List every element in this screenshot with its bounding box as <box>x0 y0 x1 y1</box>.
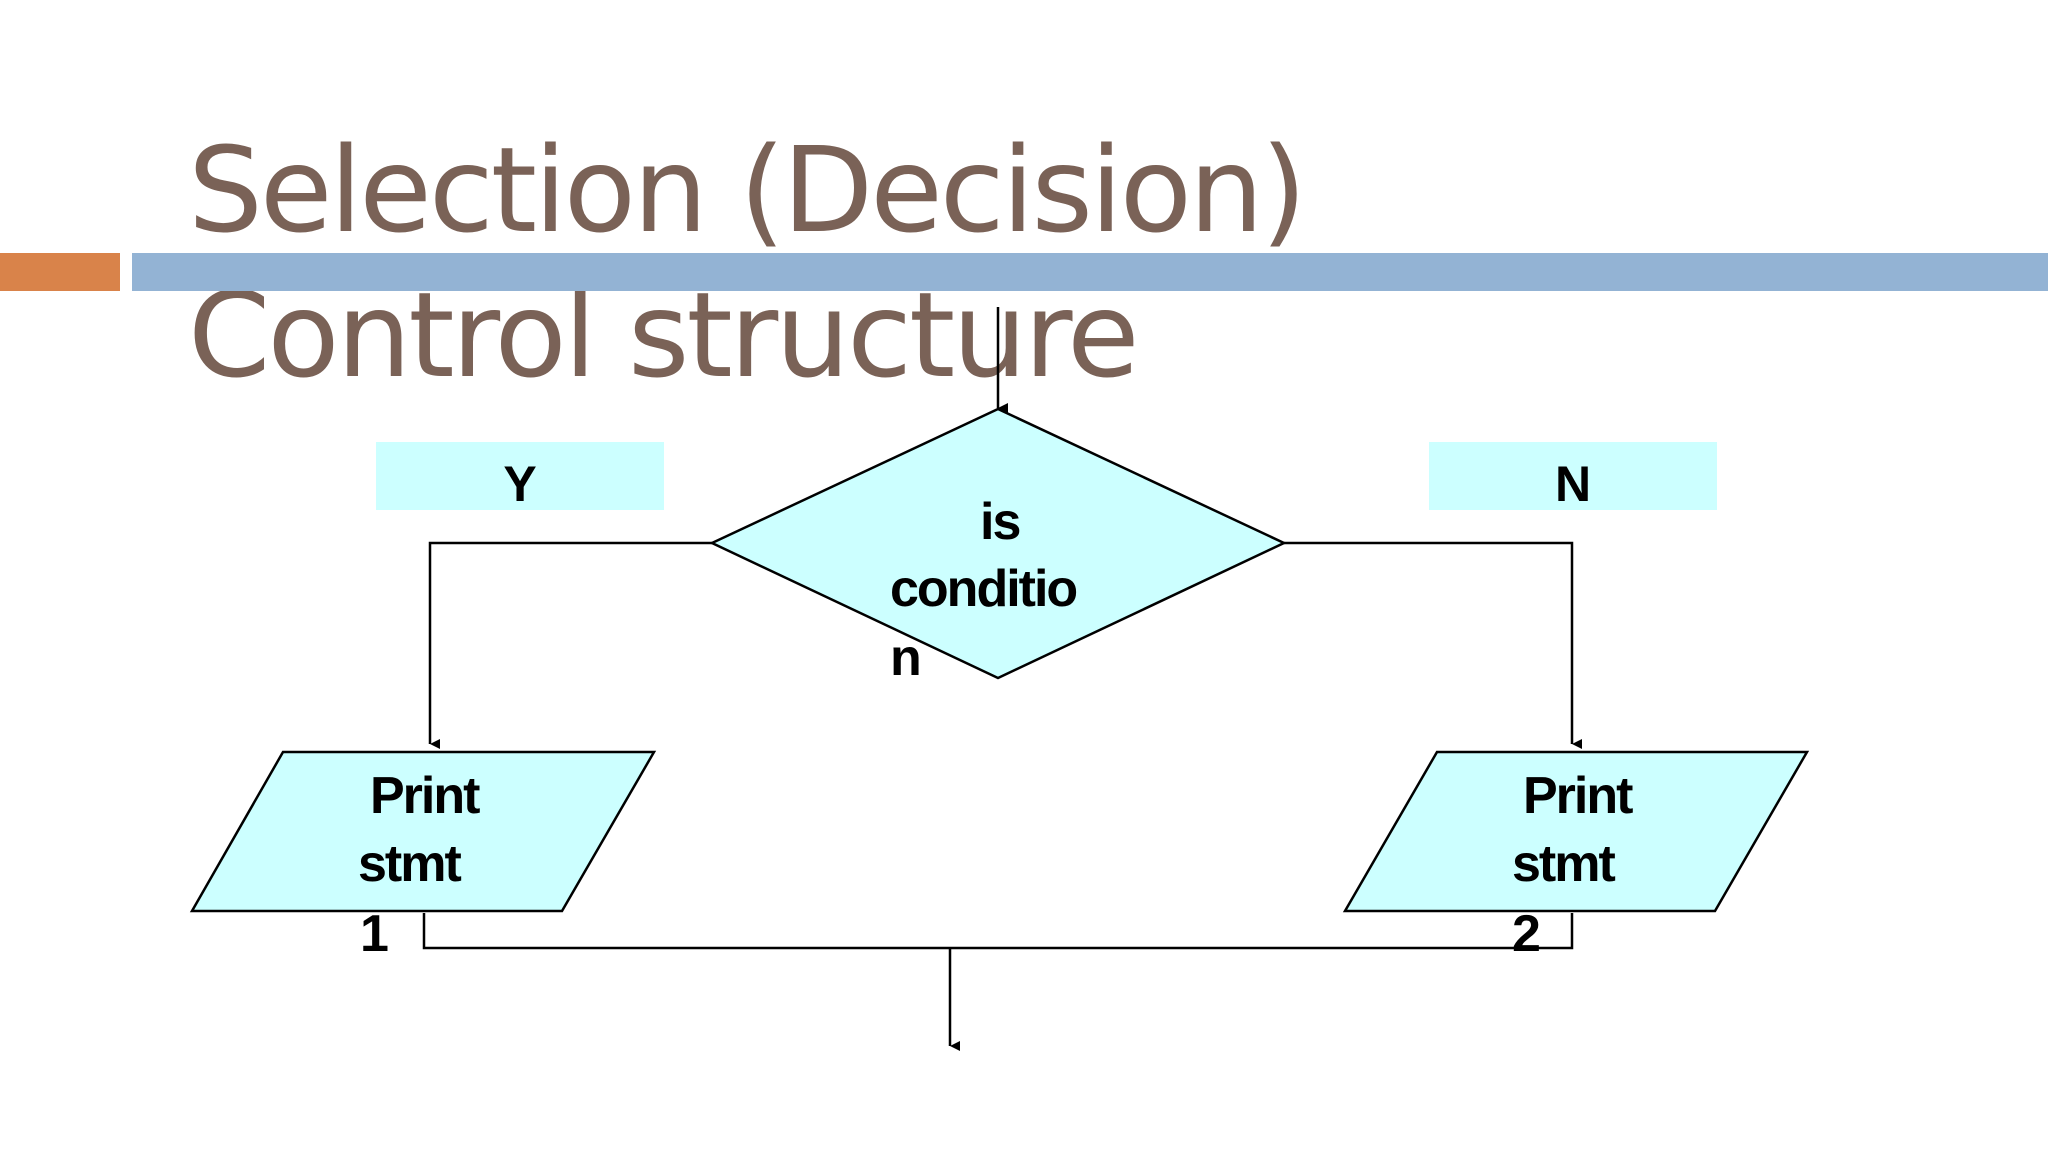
process-parallelogram-2 <box>1342 750 1810 913</box>
decision-diamond <box>709 407 1287 680</box>
process-2-text-line-2: stmt <box>1512 835 1616 893</box>
decision-text-line-3: n <box>890 629 922 687</box>
title-underlined-word: Selection <box>188 121 708 271</box>
yes-branch-line <box>428 541 712 749</box>
process-2-text-line-3: 2 <box>1512 905 1541 963</box>
accent-bar-blue <box>132 253 2048 291</box>
decision-text-line-1: is <box>980 493 1021 551</box>
accent-bar-orange <box>0 253 120 291</box>
no-label: N <box>1554 456 1592 512</box>
yes-label-box: Y <box>376 442 664 512</box>
process-1-text-line-2: stmt <box>358 835 462 893</box>
merge-line <box>422 913 1574 950</box>
process-parallelogram-1 <box>189 750 657 913</box>
yes-label: Y <box>503 456 537 512</box>
process-1-text-line-1: Print <box>370 767 480 825</box>
no-label-box: N <box>1429 442 1717 512</box>
process-2-text-line-1: Print <box>1523 767 1633 825</box>
process-1-text-line-3: 1 <box>360 905 389 963</box>
decision-text-line-2: conditio <box>890 560 1078 618</box>
no-branch-line <box>1284 541 1582 749</box>
